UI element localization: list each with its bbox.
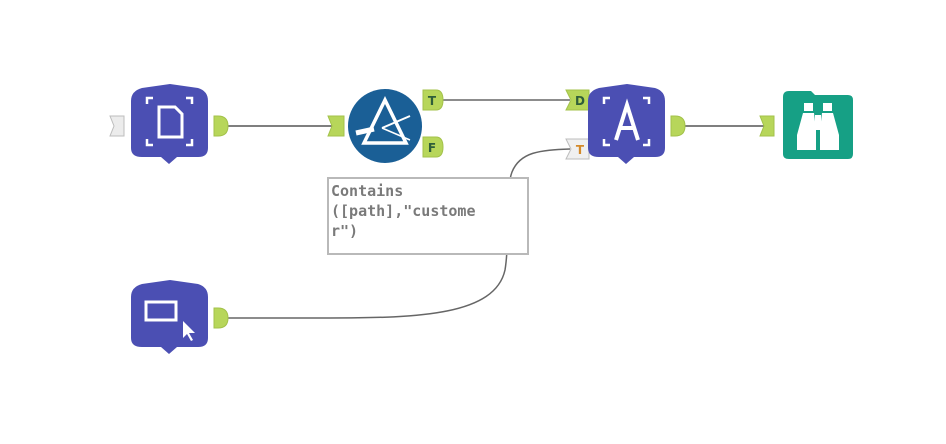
- input-anchor-output[interactable]: [213, 115, 229, 137]
- browse-anchor-input[interactable]: [759, 115, 775, 137]
- browse-tool[interactable]: [759, 91, 853, 159]
- anchor-label-true: T: [428, 94, 437, 108]
- textbox-interface-tool[interactable]: [131, 280, 229, 354]
- action-anchor-question[interactable]: T: [565, 138, 590, 160]
- anchor-label-false: F: [428, 141, 436, 155]
- textbox-anchor-output[interactable]: [213, 307, 229, 329]
- filter-anchor-false[interactable]: F: [422, 136, 444, 158]
- anchor-label-question: T: [576, 143, 585, 157]
- action-anchor-data[interactable]: D: [565, 89, 590, 111]
- filter-anchor-true[interactable]: T: [422, 89, 444, 111]
- filter-anchor-input[interactable]: [327, 115, 345, 137]
- anchor-label-data: D: [575, 94, 585, 108]
- frame-corners-icon: [602, 96, 651, 147]
- input-data-tool[interactable]: [109, 84, 229, 164]
- action-anchor-output[interactable]: [670, 115, 686, 137]
- textbox-cursor-icon: [144, 300, 195, 341]
- filter-tool[interactable]: T F: [327, 89, 444, 163]
- action-tool[interactable]: D T: [565, 84, 686, 164]
- connections: [226, 99, 764, 319]
- binoculars-icon: [797, 103, 839, 150]
- filter-annotation[interactable]: Contains ([path],"custome r"): [327, 177, 529, 255]
- input-anchor-incoming[interactable]: [109, 115, 125, 137]
- file-icon: [157, 105, 184, 139]
- connection-textbox-to-action-question[interactable]: [226, 148, 571, 319]
- letter-a-icon: [614, 98, 640, 141]
- filter-prism-icon: [355, 96, 411, 145]
- frame-corners-icon: [145, 96, 194, 147]
